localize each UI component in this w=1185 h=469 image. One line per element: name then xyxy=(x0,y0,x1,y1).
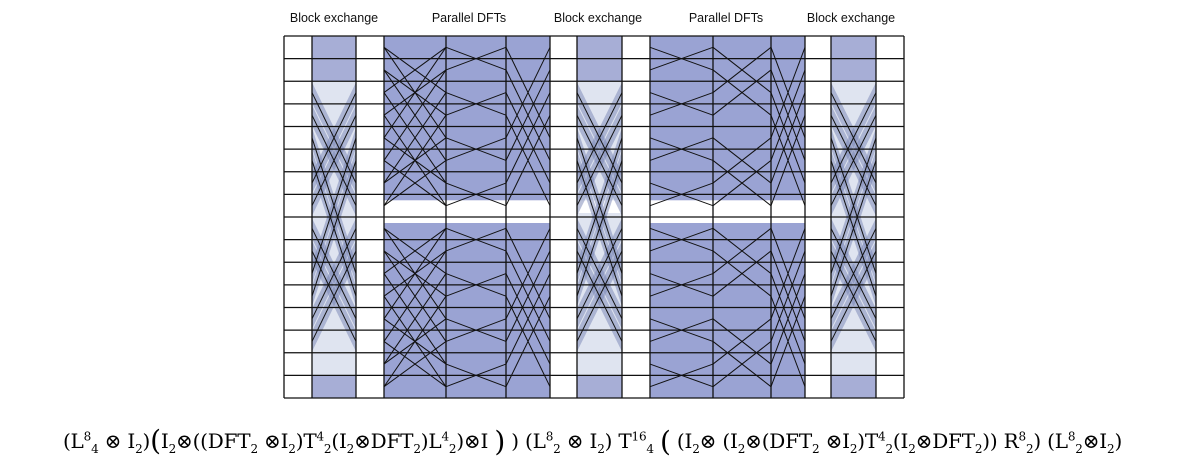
butterfly-wire xyxy=(830,114,877,206)
butterfly-wire xyxy=(445,182,507,207)
stage-label-parallel-dfts-2: Parallel DFTs xyxy=(689,11,763,25)
butterfly-wire xyxy=(445,363,507,388)
factorization-formula: (L84 ⊗ I2) ( I2⊗((DFT2 ⊗I2)T42(I2⊗DFT2)L… xyxy=(62,424,1123,458)
formula-paren: ) xyxy=(494,425,506,458)
butterfly-wire xyxy=(649,363,714,388)
butterfly-wire xyxy=(445,46,507,71)
dft-separator xyxy=(360,200,810,213)
butterfly-wire xyxy=(505,273,551,365)
butterfly-wire xyxy=(445,273,507,297)
butterfly-wire xyxy=(505,69,551,161)
butterfly-wire xyxy=(311,114,357,206)
stage-label-block-exchange-3: Block exchange xyxy=(807,11,895,25)
butterfly-wire xyxy=(770,115,806,206)
butterfly-wire xyxy=(649,318,714,342)
butterfly-wire xyxy=(712,318,772,365)
butterfly-wire xyxy=(649,46,714,71)
butterfly-wire xyxy=(383,227,447,274)
butterfly-wires xyxy=(311,46,877,388)
dft-panel-bottom xyxy=(384,223,550,398)
butterfly-wire xyxy=(383,341,447,388)
butterfly-wire xyxy=(576,92,623,184)
butterfly-wire xyxy=(830,228,877,320)
butterfly-wire xyxy=(830,250,877,342)
stage-labels: Block exchange Parallel DFTs Block excha… xyxy=(290,11,895,25)
butterfly-wire xyxy=(712,69,772,116)
butterfly-wire xyxy=(576,160,623,297)
butterfly-wire xyxy=(383,318,447,365)
butterfly-wire xyxy=(383,250,447,297)
butterfly-wire xyxy=(712,137,772,184)
block-exchange-bottom-strip xyxy=(577,375,622,398)
butterfly-wire xyxy=(770,296,806,387)
butterfly-wire xyxy=(712,341,772,388)
butterfly-wire xyxy=(712,250,772,297)
butterfly-wire xyxy=(383,137,447,184)
butterfly-wire xyxy=(712,227,772,274)
butterfly-wire xyxy=(712,46,772,93)
butterfly-wire xyxy=(770,47,806,138)
butterfly-wire xyxy=(505,228,551,320)
butterfly-wire xyxy=(445,318,507,342)
butterfly-wire xyxy=(505,47,551,139)
butterfly-wire xyxy=(770,92,806,184)
butterfly-wire xyxy=(830,160,877,297)
butterfly-wire xyxy=(830,137,877,274)
dft-panel-top xyxy=(650,36,805,201)
formula-term: I2⊗((DFT2 ⊗I2)T42(I2⊗DFT2)L42)⊗I ) ) (L8… xyxy=(160,425,1123,458)
butterfly-wire xyxy=(576,228,623,320)
block-exchange-bottom-strip xyxy=(831,375,876,398)
butterfly-wire xyxy=(649,92,714,116)
butterfly-wire xyxy=(649,137,714,161)
butterfly-wire xyxy=(770,228,806,319)
butterfly-wire xyxy=(311,160,357,297)
dataflow-diagram: Block exchange Parallel DFTs Block excha… xyxy=(283,11,905,399)
butterfly-wire xyxy=(445,92,507,116)
stage-label-parallel-dfts-1: Parallel DFTs xyxy=(432,11,506,25)
formula-term: (I2⊗ (I2⊗(DFT2 ⊗I2)T42(I2⊗DFT2)) R82) (L… xyxy=(676,429,1123,456)
butterfly-wire xyxy=(649,227,714,252)
butterfly-wire xyxy=(505,92,551,184)
butterfly-wire xyxy=(505,114,551,206)
butterfly-wire xyxy=(311,92,357,184)
formula-term: ) (L82 ⊗ I2) T164 xyxy=(511,429,654,456)
butterfly-wire xyxy=(576,250,623,342)
butterfly-wire xyxy=(445,227,507,252)
butterfly-wire xyxy=(830,92,877,184)
butterfly-wire xyxy=(311,228,357,320)
butterfly-wire xyxy=(712,160,772,207)
dft-panel-top xyxy=(384,36,550,201)
butterfly-wire xyxy=(505,250,551,342)
butterfly-wire xyxy=(445,137,507,161)
butterfly-wire xyxy=(311,137,357,274)
stage-label-block-exchange-1: Block exchange xyxy=(290,11,378,25)
butterfly-wire xyxy=(383,160,447,207)
butterfly-wire xyxy=(576,114,623,206)
butterfly-wire xyxy=(770,273,806,365)
block-exchange-bottom-strip xyxy=(312,375,356,398)
butterfly-wire xyxy=(770,69,806,161)
butterfly-wire xyxy=(383,46,447,93)
butterfly-wire xyxy=(576,137,623,274)
dft-panel-bottom xyxy=(650,223,805,398)
formula-term: (L84 ⊗ I2) xyxy=(62,429,151,456)
butterfly-wire xyxy=(311,250,357,342)
butterfly-wire xyxy=(505,295,551,387)
butterfly-wire xyxy=(383,69,447,116)
butterfly-wire xyxy=(649,182,714,207)
stage-label-block-exchange-2: Block exchange xyxy=(554,11,642,25)
formula-paren: ( xyxy=(660,425,671,458)
butterfly-wire xyxy=(770,250,806,342)
butterfly-wire xyxy=(649,273,714,297)
